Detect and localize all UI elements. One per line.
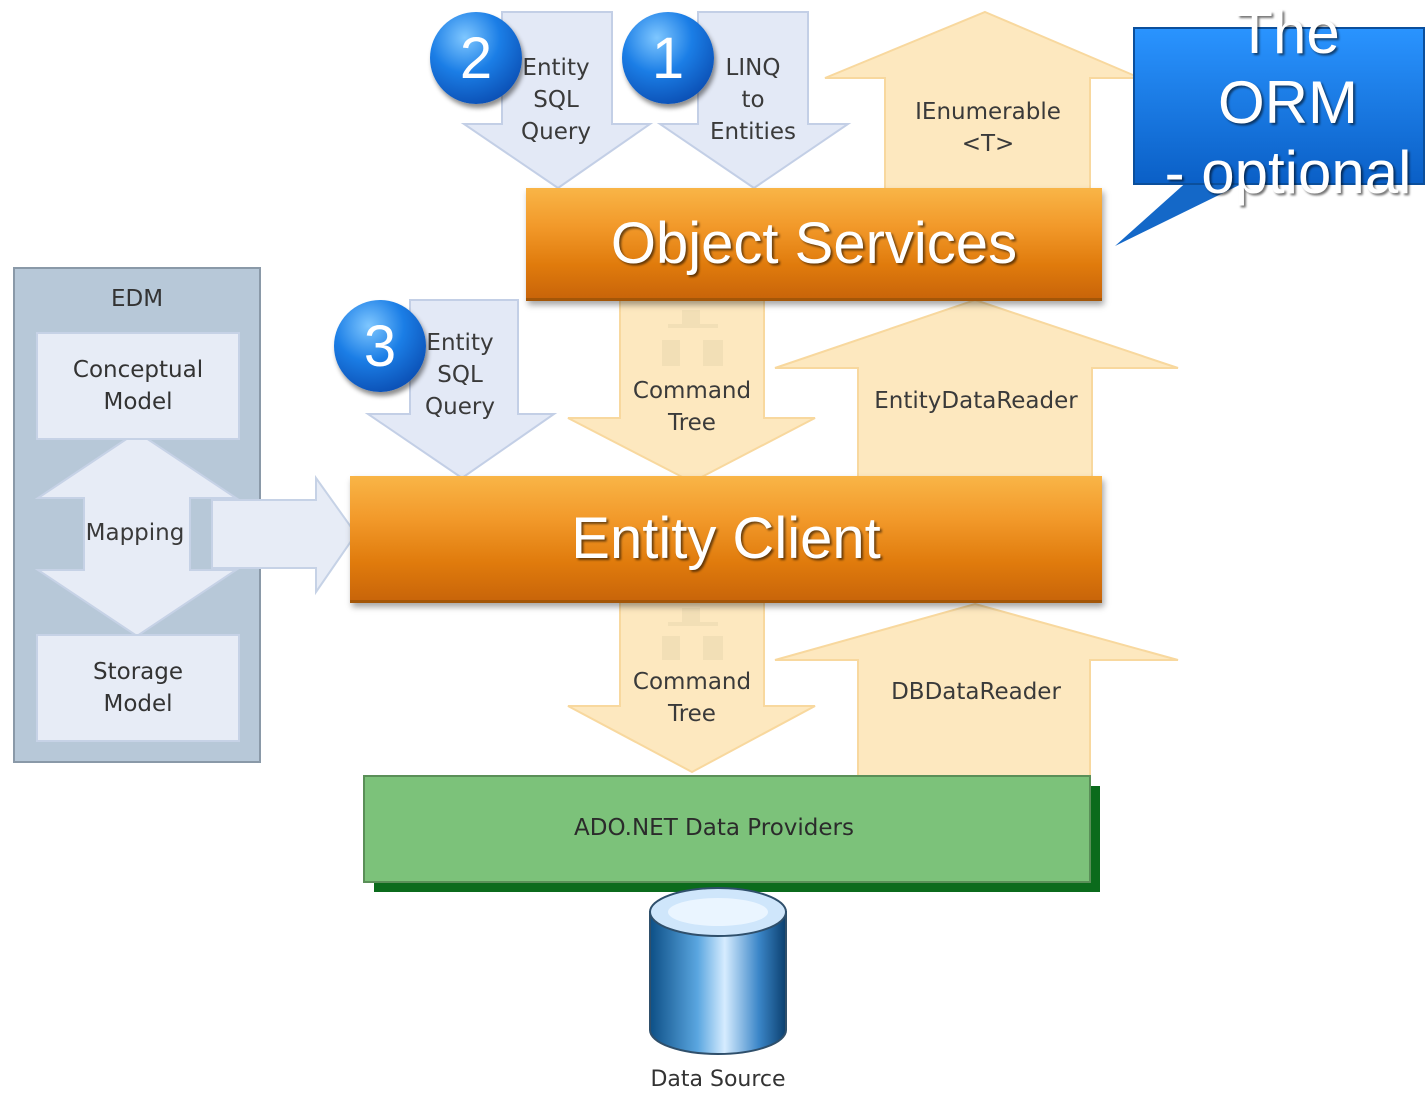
command-tree-label-1: Command Tree xyxy=(632,378,752,436)
object-services-label: Object Services xyxy=(610,210,1018,276)
command-tree-down-arrow-1 xyxy=(567,297,816,484)
command-tree-label-2: Command Tree xyxy=(632,669,752,727)
tree-icon xyxy=(662,608,723,660)
ienumerable-label: IEnumerable <T> xyxy=(915,99,1061,157)
object-services-layer: Object Services xyxy=(526,188,1102,301)
linq-to-entities-label: LINQ to Entities xyxy=(709,55,797,145)
orm-callout-text: The ORM - optional xyxy=(1164,0,1412,206)
orm-callout xyxy=(1115,27,1425,246)
entitydatareader-label: EntityDataReader xyxy=(874,388,1078,414)
step-badge-2: 2 xyxy=(430,12,522,104)
tree-icon xyxy=(662,310,723,366)
edm-title: EDM xyxy=(110,286,164,312)
data-source-label: Data Source xyxy=(650,1067,786,1092)
edm-to-client-arrow xyxy=(211,474,358,596)
entity-client-layer: Entity Client xyxy=(350,476,1102,603)
mapping-label: Mapping xyxy=(85,520,185,546)
step-badge-1: 1 xyxy=(622,12,714,104)
step-badge-3: 3 xyxy=(334,300,426,392)
entity-client-label: Entity Client xyxy=(571,505,881,571)
entity-sql-label-top: Entity SQL Query xyxy=(521,55,591,145)
database-icon xyxy=(649,887,787,1055)
storage-model-box: Storage Model xyxy=(36,634,240,742)
ado-net-layer xyxy=(363,775,1091,883)
dbdatareader-label: DBDataReader xyxy=(891,679,1061,705)
conceptual-model-box: Conceptual Model xyxy=(36,332,240,440)
ado-net-label: ADO.NET Data Providers xyxy=(574,815,854,841)
command-tree-down-arrow-2 xyxy=(567,597,816,774)
entity-sql-label-mid: Entity SQL Query xyxy=(425,330,495,420)
